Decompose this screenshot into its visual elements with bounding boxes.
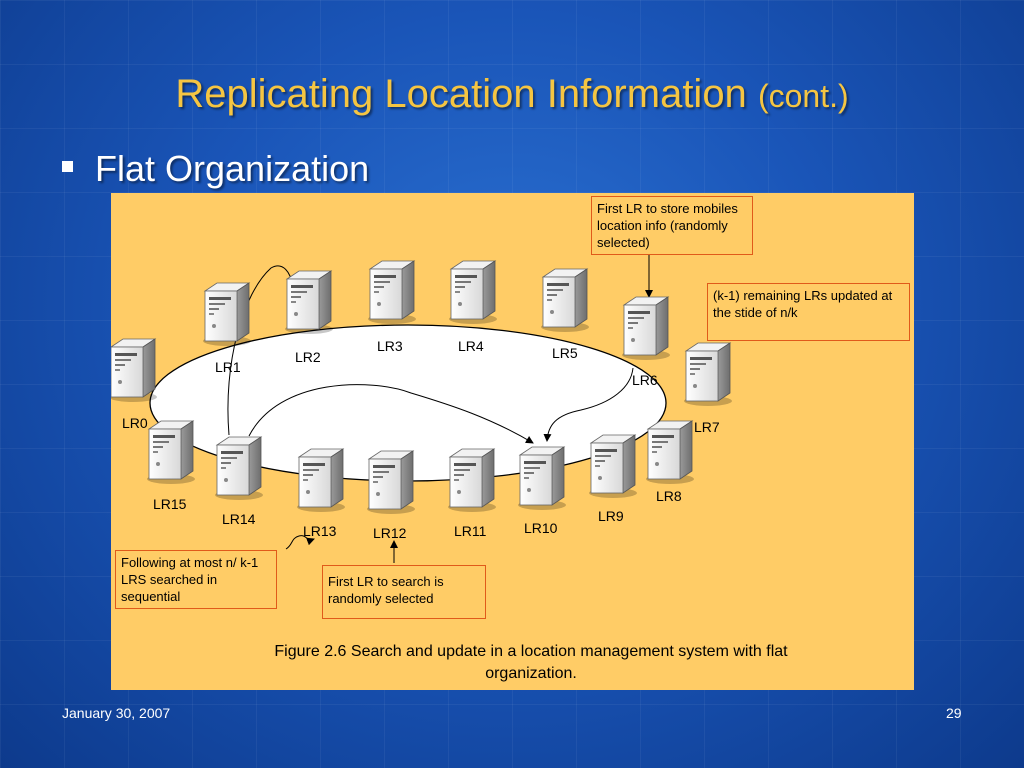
server-lr15-label: LR15: [153, 496, 187, 512]
server-lr8-icon: [645, 420, 695, 485]
server-lr10-label: LR10: [524, 520, 558, 536]
server-lr13-icon: [296, 448, 346, 513]
note-first-store: First LR to store mobiles location info …: [591, 196, 753, 255]
bullet-item: Flat Organization: [62, 148, 369, 190]
bullet-text: Flat Organization: [95, 148, 370, 189]
server-lr6-label: LR6: [632, 372, 658, 388]
server-lr2-label: LR2: [295, 349, 321, 365]
server-lr3-icon: [367, 260, 417, 325]
server-lr4-label: LR4: [458, 338, 484, 354]
server-lr13-label: LR13: [303, 523, 337, 539]
server-lr1-label: LR1: [215, 359, 241, 375]
server-lr15-icon: [146, 420, 196, 485]
slide-title-suffix: (cont.): [757, 78, 849, 114]
server-lr2-icon: [284, 270, 334, 335]
note-remaining-lrs: (k-1) remaining LRs updated at the stide…: [707, 283, 910, 341]
server-lr5-label: LR5: [552, 345, 578, 361]
server-lr9-icon: [588, 434, 638, 499]
page-number: 29: [946, 705, 962, 721]
slide-title: Replicating Location Information (cont.): [0, 72, 1024, 117]
server-lr7-icon: [683, 342, 733, 407]
note-first-search: First LR to search is randomly selected: [322, 565, 486, 619]
figure-panel: LR0 LR1 LR2 LR3 LR4 LR5 LR6 LR7 LR8 LR9 …: [111, 193, 914, 690]
footer-date: January 30, 2007: [62, 705, 171, 721]
search-path-lr14-to-lr2: [227, 265, 296, 436]
server-lr11-icon: [447, 448, 497, 513]
server-lr14-label: LR14: [222, 511, 256, 527]
server-lr4-icon: [448, 260, 498, 325]
search-path-lr14-to-lr10: [248, 384, 534, 444]
server-lr3-label: LR3: [377, 338, 403, 354]
arrow-following: [285, 535, 315, 550]
diagram-canvas: [111, 248, 733, 563]
bullet-square-icon: [62, 160, 73, 172]
server-lr14-icon: [214, 436, 264, 501]
server-lr6-icon: [621, 296, 671, 361]
update-path-lr6-to-lr10: [543, 367, 634, 442]
server-lr0-icon: [111, 338, 158, 403]
server-lr9-label: LR9: [598, 508, 624, 524]
server-lr11-label: LR11: [454, 523, 487, 539]
server-lr5-icon: [540, 268, 590, 333]
server-lr12-label: LR12: [373, 525, 407, 541]
server-lr7-label: LR7: [694, 419, 720, 435]
server-lr8-label: LR8: [656, 488, 682, 504]
server-lr10-icon: [517, 446, 567, 511]
server-lr0-label: LR0: [122, 415, 148, 431]
slide-title-main: Replicating Location Information: [175, 72, 747, 116]
server-lr1-icon: [202, 282, 252, 347]
figure-caption: Figure 2.6 Search and update in a locati…: [274, 643, 788, 682]
note-following: Following at most n/ k-1 LRS searched in…: [115, 550, 277, 609]
server-lr12-icon: [366, 450, 416, 515]
